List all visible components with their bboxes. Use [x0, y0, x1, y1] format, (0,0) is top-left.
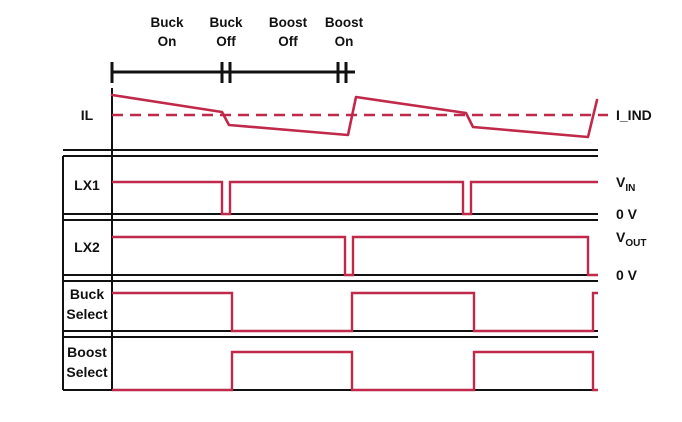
side-label-v-out: VOUT: [616, 229, 646, 249]
row-label-lx1: LX1: [74, 177, 100, 193]
phase-label-boost-on-line1: Boost: [325, 15, 364, 30]
side-label-group: I_IND VIN 0 V VOUT 0 V: [616, 107, 652, 283]
lx1-waveform-trace: [112, 180, 598, 216]
phase-label-buck-off-line2: Off: [216, 34, 236, 49]
row-label-il: IL: [81, 107, 94, 123]
signal-buck-select: [112, 291, 598, 333]
row-label-boost-select-line2: Select: [66, 364, 108, 380]
side-label-i-ind: I_IND: [616, 107, 652, 123]
phase-label-buck-off-line1: Buck: [209, 15, 243, 30]
phase-label-buck-on-line1: Buck: [150, 15, 184, 30]
row-label-lx2: LX2: [74, 239, 100, 255]
signal-il: [110, 88, 608, 150]
side-label-v-in-sub: IN: [625, 183, 635, 194]
side-label-v-in-base: V: [616, 174, 626, 190]
signal-boost-select: [112, 350, 598, 392]
row-label-boost-select-line1: Boost: [67, 344, 107, 360]
phase-timeline-axis: [110, 62, 355, 83]
boost-select-waveform-trace: [112, 350, 598, 392]
signal-lx2: [112, 235, 598, 277]
phase-label-boost-off-line2: Off: [278, 34, 298, 49]
lx2-waveform-trace: [112, 235, 598, 277]
side-label-v-in: VIN: [616, 174, 635, 194]
phase-label-boost-off-line1: Boost: [269, 15, 308, 30]
row-label-group: IL LX1 LX2 Buck Select Boost Select: [66, 107, 108, 380]
side-label-0v-bottom: 0 V: [616, 267, 638, 283]
phase-label-boost-on-line2: On: [335, 34, 354, 49]
side-label-v-out-sub: OUT: [625, 238, 646, 249]
phase-label-buck-on-line2: On: [158, 34, 177, 49]
il-waveform-trace: [110, 93, 599, 139]
side-label-v-out-base: V: [616, 229, 626, 245]
signal-lx1: [112, 180, 598, 216]
side-label-0v-top: 0 V: [616, 206, 638, 222]
buck-select-waveform-trace: [112, 291, 598, 333]
row-label-buck-select-line1: Buck: [70, 286, 104, 302]
phase-label-group: Buck On Buck Off Boost Off Boost On: [150, 15, 363, 49]
row-label-buck-select-line2: Select: [66, 306, 108, 322]
